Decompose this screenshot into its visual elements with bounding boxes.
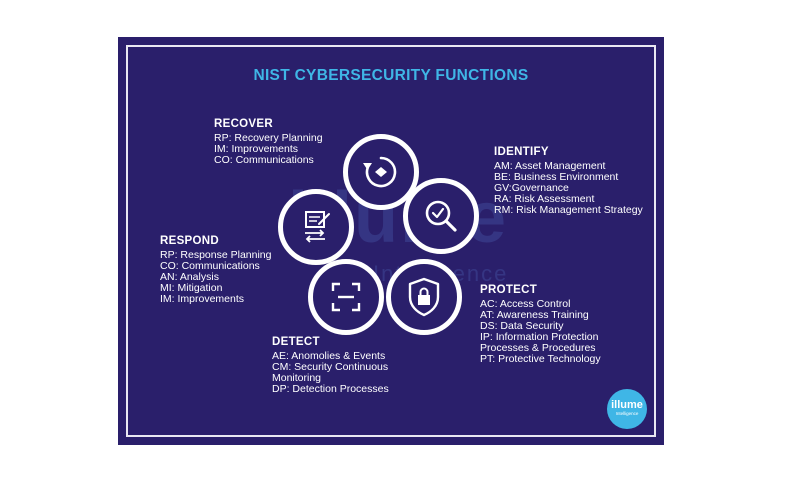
detect-heading: DETECT [272,336,320,348]
magnifier-check-icon [425,200,457,232]
card-border [126,45,656,437]
detect-item: CM: Security Continuous Monitoring [272,361,389,384]
respond-item: AN: Analysis [160,271,219,283]
shield-lock-icon [408,277,440,317]
protect-item: IP: Information Protection Processes & P… [480,331,599,354]
identify-item: AM: Asset Management [494,160,606,172]
identify-ring [403,178,479,254]
document-transfer-icon [305,211,330,243]
logo-tagline: Intelligence [615,411,639,416]
respond-item: MI: Mitigation [160,282,223,294]
protect-item: AC: Access Control [480,298,571,310]
respond-ring [278,189,354,265]
respond-heading: RESPOND [160,235,219,247]
protect-item: AT: Awareness Training [480,309,589,321]
illume-logo: illume Intelligence [607,389,647,429]
recover-item: CO: Communications [214,154,314,166]
protect-section: PROTECT AC: Access Control AT: Awareness… [480,284,630,365]
respond-section: RESPOND RP: Response Planning CO: Commun… [160,235,272,305]
identify-heading: IDENTIFY [494,146,549,158]
identify-item: BE: Business Environment [494,171,619,183]
respond-item: IM: Improvements [160,293,245,305]
recover-ring [343,134,419,210]
logo-name: illume [611,399,643,411]
refresh-cycle-icon [363,156,397,188]
scan-frame-icon [331,282,361,312]
recover-section: RECOVER RP: Recovery Planning IM: Improv… [214,118,323,166]
respond-item: RP: Response Planning [160,249,272,261]
identify-item: GV:Governance [494,182,569,194]
identify-section: IDENTIFY AM: Asset Management BE: Busine… [494,146,644,216]
detect-section: DETECT AE: Anomolies & Events CM: Securi… [272,336,422,395]
infographic-card: illume Intelligence NIST CYBERSECURITY F… [118,37,664,445]
protect-heading: PROTECT [480,284,538,296]
identify-item: RM: Risk Management Strategy [494,204,643,216]
protect-item: DS: Data Security [480,320,564,332]
detect-ring [308,259,384,335]
recover-item: IM: Improvements [214,143,299,155]
identify-item: RA: Risk Assessment [494,193,595,205]
detect-item: DP: Detection Processes [272,383,389,395]
recover-heading: RECOVER [214,118,273,130]
protect-ring [386,259,462,335]
detect-item: AE: Anomolies & Events [272,350,386,362]
respond-item: CO: Communications [160,260,260,272]
diagram-title: NIST CYBERSECURITY FUNCTIONS [253,67,529,84]
protect-item: PT: Protective Technology [480,353,601,365]
recover-item: RP: Recovery Planning [214,132,323,144]
